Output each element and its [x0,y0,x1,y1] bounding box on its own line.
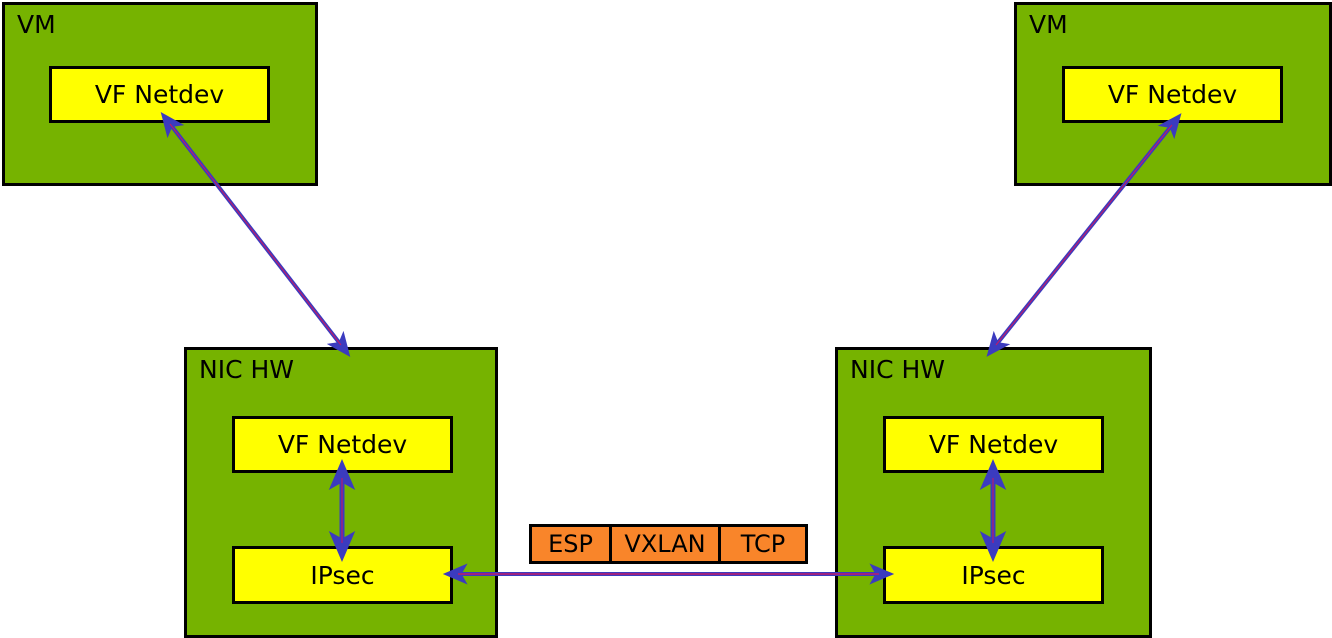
node-vf-netdev-nic-right: VF Netdev [883,416,1104,473]
node-label-vf-netdev-nic-left: VF Netdev [277,430,408,459]
node-ipsec-nic-left: IPsec [232,546,453,604]
node-label-ipsec-nic-right: IPsec [961,560,1026,590]
protocol-label-esp: ESP [548,530,593,558]
protocol-label-tcp: TCP [740,530,786,558]
protocol-cell-esp: ESP [532,527,612,561]
node-label-vf-netdev-vm-left: VF Netdev [94,80,225,109]
node-vf-netdev-vm-left: VF Netdev [49,66,270,123]
container-label-vm-left: VM [17,10,56,39]
container-label-nic-hw-right: NIC HW [850,355,945,384]
protocol-cell-tcp: TCP [721,527,805,561]
protocol-label-vxlan: VXLAN [624,530,706,558]
node-label-vf-netdev-vm-right: VF Netdev [1107,80,1238,109]
node-label-ipsec-nic-left: IPsec [310,560,375,590]
container-label-nic-hw-left: NIC HW [199,355,294,384]
node-ipsec-nic-right: IPsec [883,546,1104,604]
node-vf-netdev-nic-left: VF Netdev [232,416,453,473]
node-vf-netdev-vm-right: VF Netdev [1062,66,1283,123]
container-label-vm-right: VM [1029,10,1068,39]
protocol-cell-vxlan: VXLAN [612,527,721,561]
node-label-vf-netdev-nic-right: VF Netdev [928,430,1059,459]
protocol-stack: ESP VXLAN TCP [529,524,808,564]
